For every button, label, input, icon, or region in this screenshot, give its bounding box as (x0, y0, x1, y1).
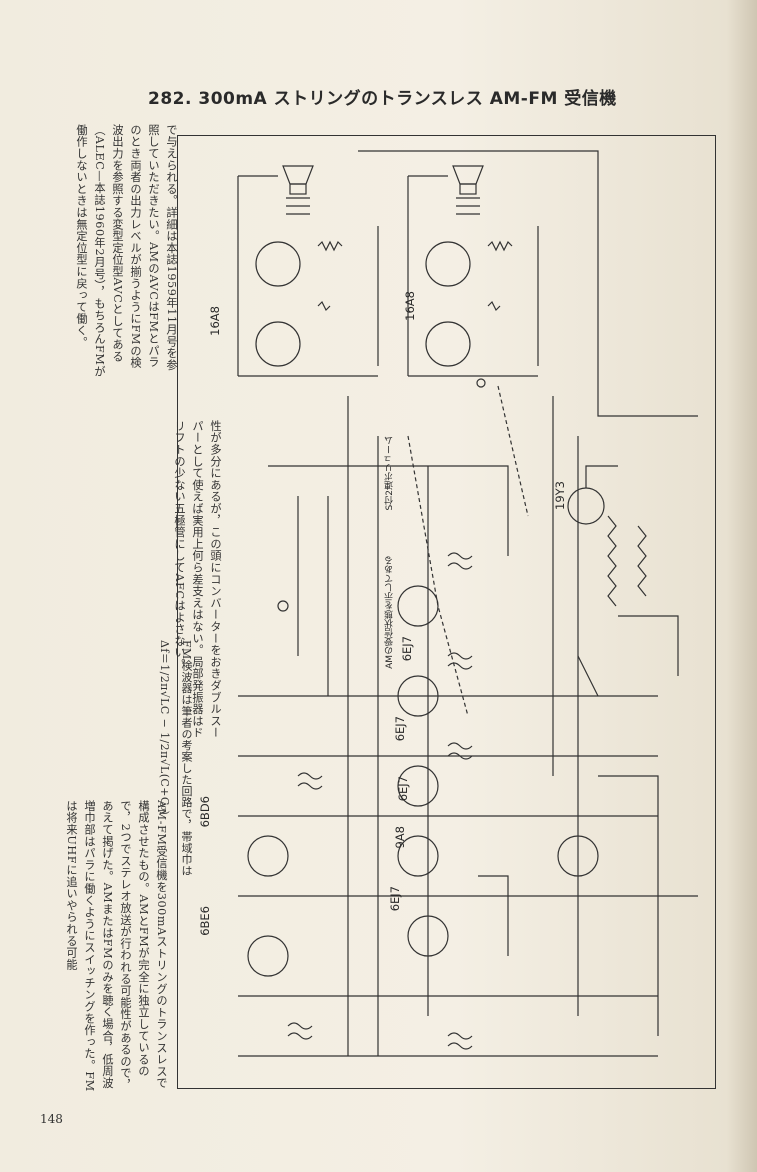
tube-label: 6EJ7 (393, 716, 407, 742)
paragraph-avc: で与えられる。詳細は本誌1959年11月号を参照していただきたい。AMのAVCは… (75, 124, 178, 378)
tube-label: 9A8 (393, 826, 407, 849)
annotation-volume: S付2連ボリューム (385, 436, 395, 511)
tube-label: 6EJ7 (388, 886, 402, 912)
tube-icon (247, 935, 289, 977)
tube-label: 6BD6 (198, 796, 212, 828)
schematic-svg (237, 150, 698, 1057)
tube-icon (557, 835, 599, 877)
tube-icon (255, 321, 301, 367)
tube-icon (397, 585, 439, 627)
tube-icon (255, 241, 301, 287)
paragraph-intro: AM-FM受信機を300mAストリングのトランスレスで構成させたもの。AMとFM… (65, 800, 168, 1092)
page-title: 282. 300mA ストリングのトランスレス AM-FM 受信機 (148, 89, 617, 109)
tube-label: 6EJ7 (396, 776, 410, 802)
schematic-diagram: 16A8 16A8 6BD6 6BE6 9A8 6EJ7 6EJ7 6EJ7 6… (177, 135, 716, 1089)
text-column-right: で与えられる。詳細は本誌1959年11月号を参照していただきたい。AMのAVCは… (40, 124, 180, 379)
speaker-icon (452, 165, 484, 195)
speaker-icon (282, 165, 314, 195)
paragraph-oscillator: 性が多分にあるが，この頭にコンバーターをおきダブルスーパーとして使えば実用上何ら… (173, 420, 222, 739)
tube-label: 16A8 (208, 306, 222, 336)
tube-icon (397, 765, 439, 807)
tube-icon (247, 835, 289, 877)
formula-intro: FM検波器は筆者の考案した回路で，帯域巾は (180, 640, 193, 877)
tube-icon (425, 321, 471, 367)
text-column-middle: 性が多分にあるが，この頭にコンバーターをおきダブルスーパーとして使えば実用上何ら… (120, 420, 224, 750)
tube-icon (397, 835, 439, 877)
tube-label: 16A8 (403, 291, 417, 321)
text-column-left: AM-FM受信機を300mAストリングのトランスレスで構成させたもの。AMとFM… (30, 800, 170, 1100)
tube-icon (425, 241, 471, 287)
page-number: 148 (40, 1112, 63, 1126)
tube-icon (407, 915, 449, 957)
formula-block: FM検波器は筆者の考案した回路で，帯域巾は Δf＝1/2π√LC − 1/2π√… (156, 640, 194, 876)
annotation-am-state: AMの受信状態を示してある (385, 556, 395, 669)
bandwidth-formula: Δf＝1/2π√LC − 1/2π√L(C+C₀) (158, 640, 171, 816)
tube-label: 6BE6 (198, 906, 212, 936)
tube-label: 19Y3 (553, 481, 567, 510)
rectifier-tube-icon (567, 487, 605, 525)
tube-label: 6EJ7 (400, 636, 414, 662)
